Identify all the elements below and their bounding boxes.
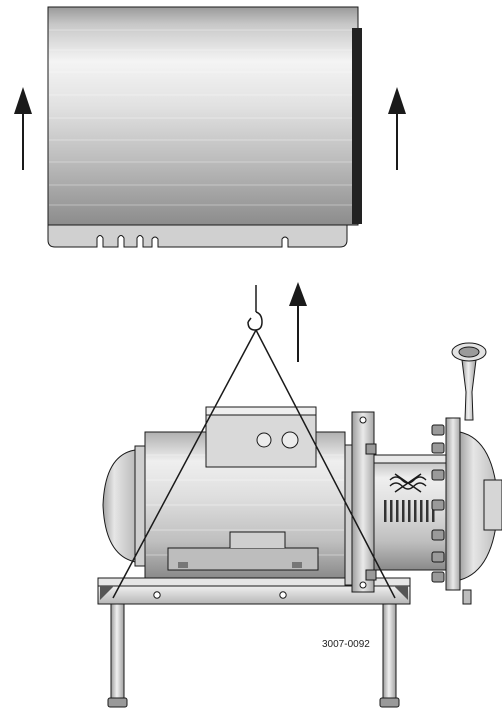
up-arrow-icon [388,87,406,170]
cable-gland [281,431,299,449]
support-leg-left [107,599,128,708]
up-arrow-icon [289,282,307,362]
pump-casing [431,342,502,605]
motor-end-cap [102,449,136,563]
motor-shroud-cover [47,6,362,248]
inlet-connection [451,342,487,421]
lifting-hook-icon [247,285,263,331]
up-arrow-icon [14,87,32,170]
casing-bolts [431,424,445,583]
support-leg-right [379,599,400,708]
motor-body [144,406,346,579]
cover-seal-strip [352,28,362,224]
drain-plug [462,589,472,605]
pump-assembly [97,342,502,708]
base-frame [97,577,411,605]
cable-gland [256,432,272,448]
ventilation-slots [384,500,435,522]
cover-skirt [47,224,348,248]
motor-flange [344,411,377,593]
lifting-slings [112,329,396,599]
pump-logo-icon [389,473,427,493]
figure-reference-code: 3007-0092 [322,639,370,650]
